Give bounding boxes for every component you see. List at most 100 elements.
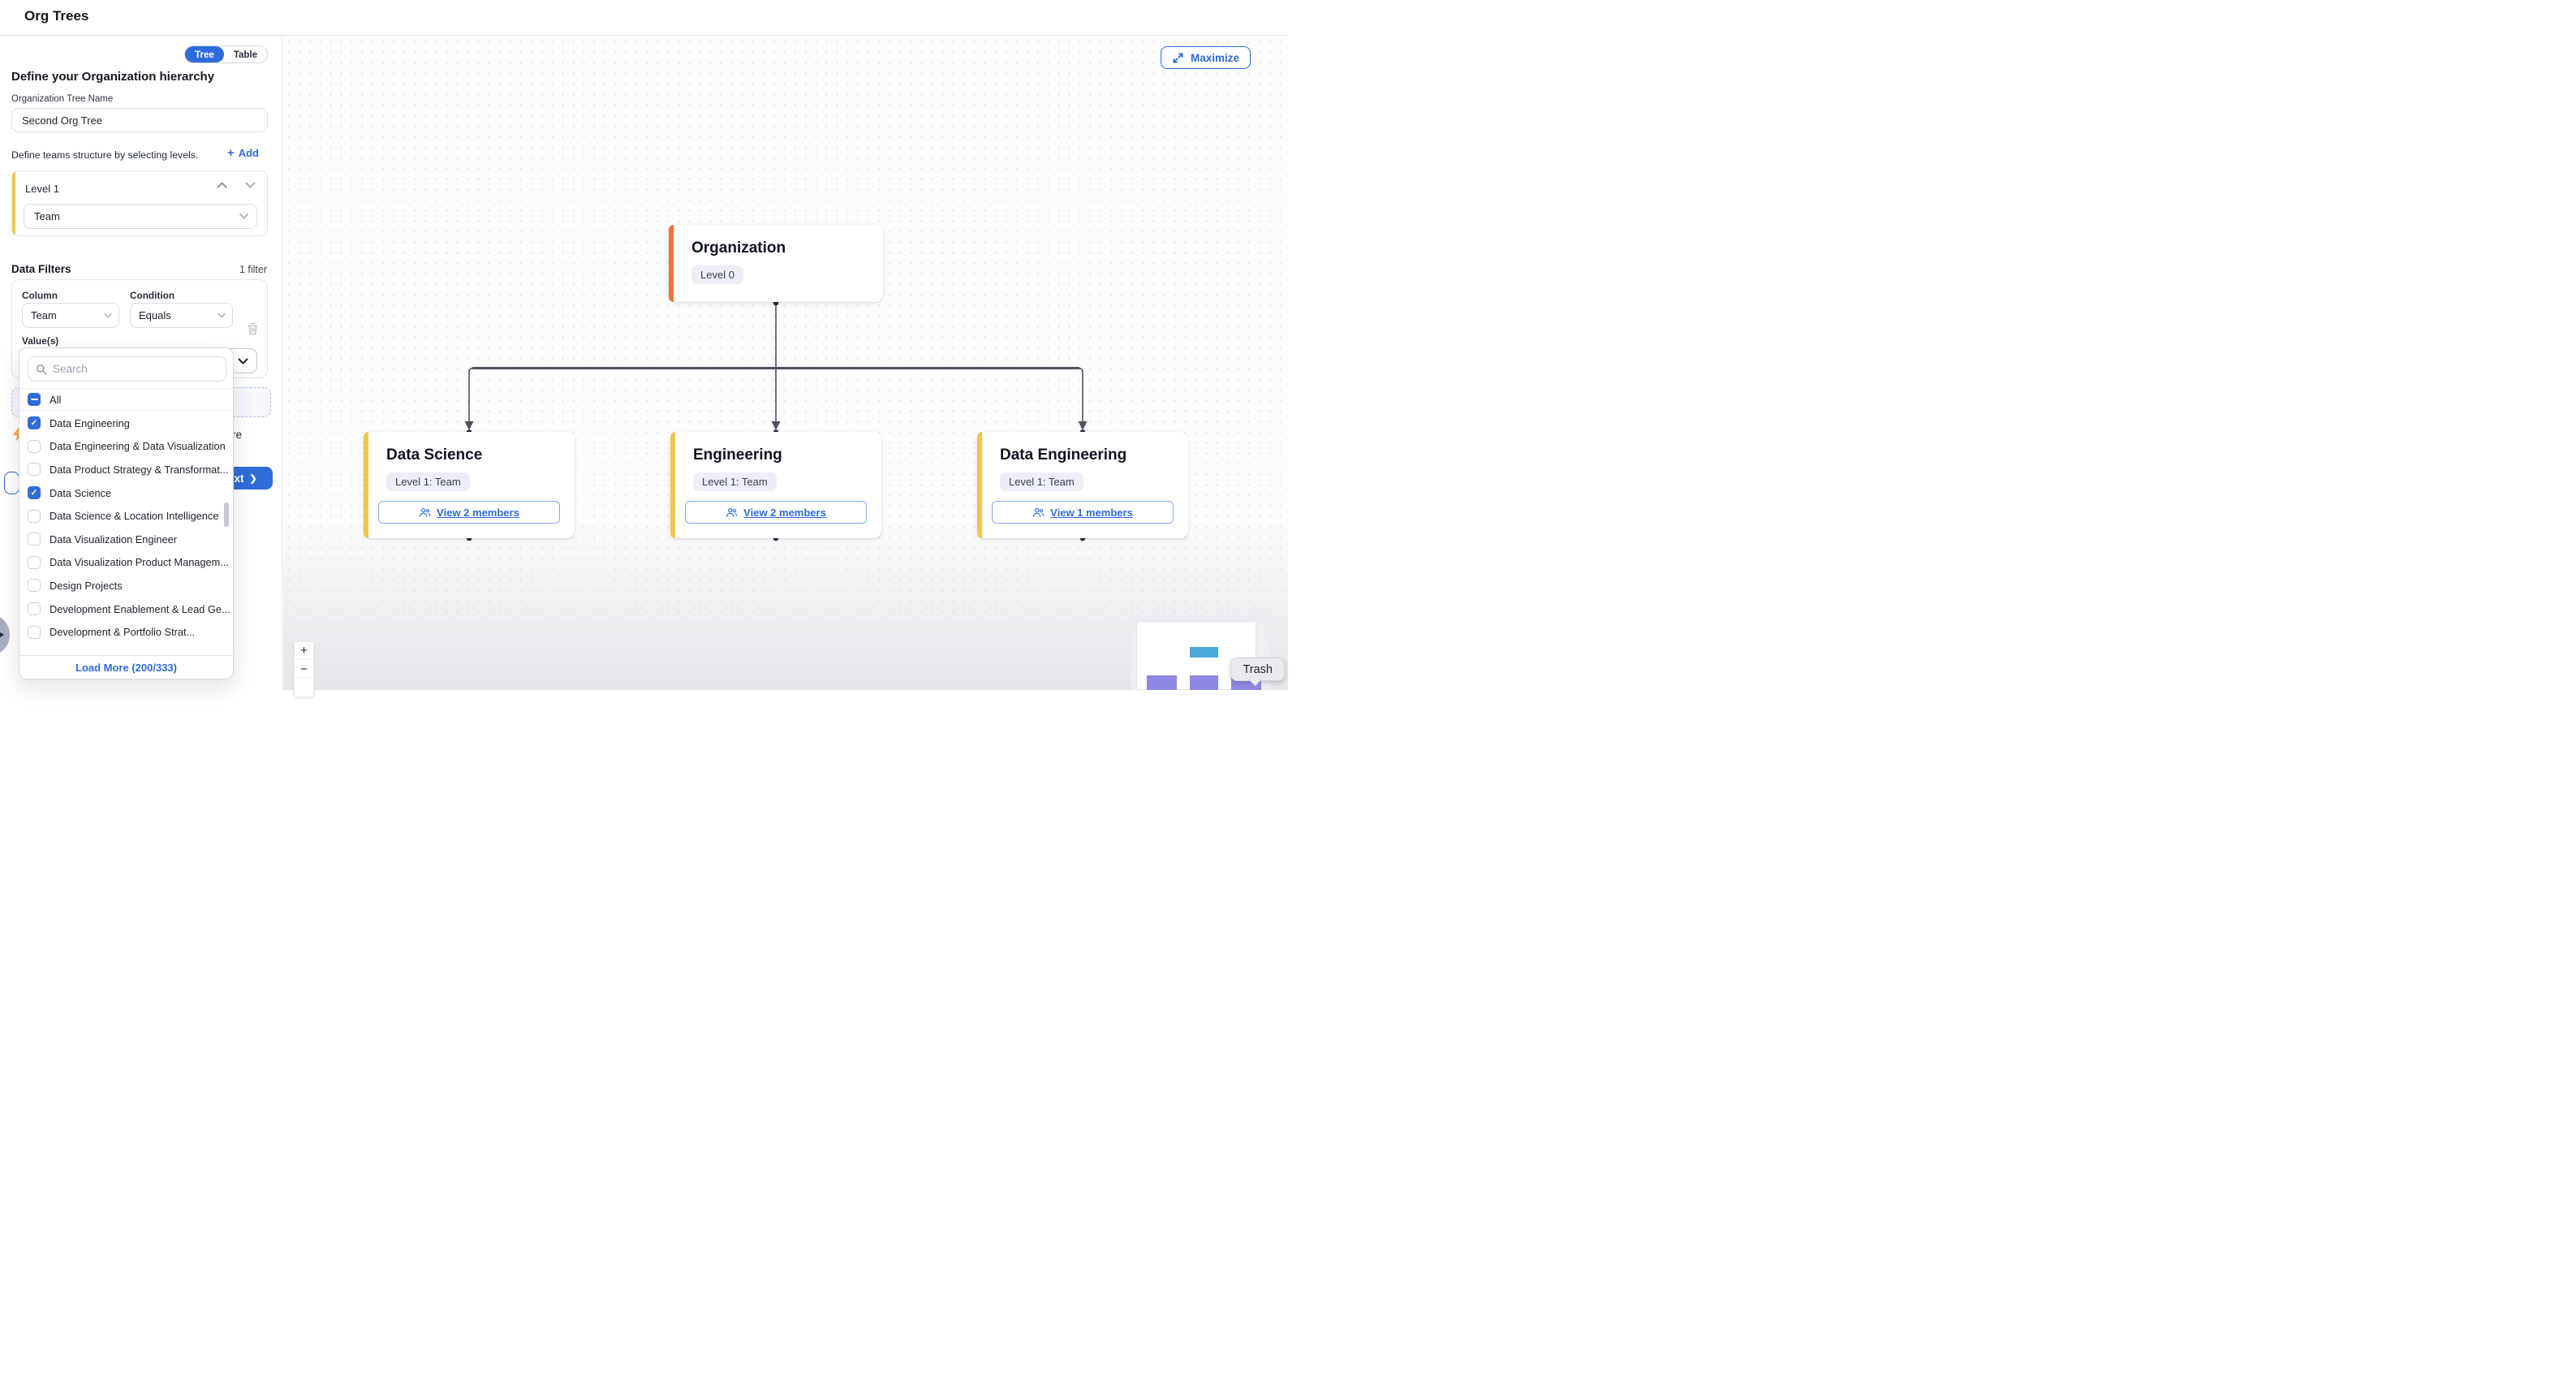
dropdown-option[interactable]: ✓ Design Projects [19, 574, 233, 597]
select-all-checkbox[interactable] [28, 393, 41, 406]
view-members-button[interactable]: View 2 members [685, 501, 867, 524]
page-title: Org Trees [24, 8, 89, 24]
minimap-child-node [1147, 675, 1177, 690]
node-title: Data Science [386, 446, 483, 464]
chevron-down-icon [218, 313, 226, 317]
trash-tooltip-label: Trash [1243, 662, 1273, 676]
canvas-zoom-controls: + − [294, 641, 314, 697]
back-button-partial[interactable] [4, 472, 19, 494]
select-all-row[interactable]: All [19, 389, 233, 411]
maximize-button[interactable]: Maximize [1160, 46, 1251, 69]
option-checkbox[interactable]: ✓ [28, 509, 41, 523]
option-label: Data Science & Location Intelligence [50, 510, 219, 523]
tree-name-label: Organization Tree Name [11, 94, 114, 104]
org-node-data-engineering[interactable]: Data Engineering Level 1: Team View 1 me… [977, 432, 1188, 538]
option-checkbox[interactable]: ✓ [28, 463, 41, 477]
org-node-data-science[interactable]: Data Science Level 1: Team View 2 member… [364, 432, 575, 538]
dropdown-option[interactable]: ✓ Data Product Strategy & Transformat... [19, 458, 233, 481]
org-tree-canvas[interactable]: Maximize Organization Level 0 Data Scien… [283, 37, 1288, 697]
dropdown-option[interactable]: ✓ Data Visualization Engineer [19, 528, 233, 551]
node-accent-bar [977, 432, 982, 538]
app-header: Org Trees [0, 0, 1288, 36]
org-node-root[interactable]: Organization Level 0 [669, 225, 883, 302]
option-checkbox[interactable]: ✓ [28, 625, 41, 639]
option-checkbox[interactable]: ✓ [28, 602, 41, 616]
add-level-button[interactable]: + Add [227, 146, 259, 160]
condition-label: Condition [130, 290, 175, 301]
minimap-root-node [1190, 647, 1218, 658]
org-trees-page: Org Trees Maximize [0, 0, 1288, 697]
column-select[interactable]: Team [22, 303, 119, 328]
dropdown-option[interactable]: ✓ Data Engineering [19, 412, 233, 435]
org-node-engineering[interactable]: Engineering Level 1: Team View 2 members [670, 432, 881, 538]
level-title: Level 1 [25, 183, 59, 195]
obscured-text-fragment: re [232, 429, 243, 441]
option-label: Data Product Strategy & Transformat... [50, 463, 229, 476]
node-level-badge: Level 1: Team [386, 472, 470, 491]
zoom-out-button[interactable]: − [294, 660, 314, 679]
column-value: Team [31, 309, 57, 321]
maximize-icon [1172, 52, 1184, 64]
delete-filter-icon[interactable] [247, 322, 259, 335]
level-type-value: Team [34, 210, 60, 222]
toggle-tree[interactable]: Tree [185, 46, 224, 63]
condition-select[interactable]: Equals [130, 303, 233, 328]
option-label: Development & Portfolio Strat... [50, 626, 196, 639]
node-level-badge: Level 1: Team [693, 472, 777, 491]
dropdown-option[interactable]: ✓ Development & Portfolio Strat... [19, 620, 233, 644]
dropdown-search[interactable] [28, 356, 226, 382]
move-up-icon[interactable] [217, 182, 227, 188]
option-label: Data Visualization Product Managem... [50, 556, 229, 569]
load-more-button[interactable]: Load More (200/333) [75, 661, 177, 674]
fit-view-button[interactable] [294, 679, 314, 697]
option-checkbox[interactable]: ✓ [28, 555, 41, 569]
option-checkbox[interactable]: ✓ [28, 533, 41, 546]
option-checkbox[interactable]: ✓ [28, 579, 41, 593]
values-label: Value(s) [22, 335, 59, 347]
chevron-down-icon [238, 358, 248, 364]
level-type-select[interactable]: Team [24, 204, 257, 229]
node-title: Organization [691, 239, 786, 257]
chevron-right-icon: ❯ [249, 473, 257, 484]
select-all-label: All [50, 393, 62, 406]
option-label: Data Science [50, 486, 112, 499]
dropdown-option[interactable]: ✓ Development Enablement & Lead Ge... [19, 597, 233, 621]
dropdown-option-list: ✓ Data Engineering ✓ Data Engineering & … [19, 412, 233, 657]
column-label: Column [22, 290, 58, 301]
levels-note: Define teams structure by selecting leve… [11, 149, 199, 161]
view-toggle: Tree Table [184, 45, 268, 63]
option-label: Data Engineering [50, 416, 130, 429]
members-icon [419, 507, 431, 518]
members-label: View 1 members [1050, 506, 1133, 519]
sidebar-heading: Define your Organization hierarchy [11, 70, 215, 84]
option-checkbox[interactable]: ✓ [28, 416, 41, 430]
add-label: Add [238, 147, 259, 159]
minimap-child-node [1190, 675, 1218, 690]
node-level-badge: Level 0 [691, 265, 743, 284]
zoom-in-button[interactable]: + [294, 641, 314, 660]
members-icon [726, 507, 738, 518]
members-label: View 2 members [437, 506, 519, 519]
values-dropdown: All ✓ Data Engineering ✓ Data Engineerin… [19, 347, 234, 679]
chevron-down-icon [239, 213, 248, 219]
dropdown-option[interactable]: ✓ Data Science [19, 481, 233, 505]
level-card: Level 1 Team [11, 170, 268, 236]
condition-value: Equals [139, 309, 171, 321]
tree-name-input[interactable] [11, 108, 268, 132]
view-members-button[interactable]: View 1 members [992, 501, 1174, 524]
option-checkbox[interactable]: ✓ [28, 439, 41, 453]
dropdown-option[interactable]: ✓ Data Visualization Product Managem... [19, 551, 233, 575]
option-checkbox[interactable]: ✓ [28, 486, 41, 500]
play-icon [0, 629, 4, 640]
level-accent-bar [12, 171, 15, 235]
toggle-table[interactable]: Table [233, 50, 257, 60]
filter-count: 1 filter [239, 264, 267, 275]
members-label: View 2 members [743, 506, 826, 519]
view-members-button[interactable]: View 2 members [378, 501, 560, 524]
dropdown-scrollbar[interactable] [224, 502, 229, 527]
dropdown-option[interactable]: ✓ Data Science & Location Intelligence [19, 504, 233, 528]
dropdown-option[interactable]: ✓ Data Engineering & Data Visualization [19, 435, 233, 459]
plus-icon: + [226, 146, 235, 160]
search-input[interactable] [53, 363, 218, 375]
move-down-icon[interactable] [245, 182, 256, 188]
